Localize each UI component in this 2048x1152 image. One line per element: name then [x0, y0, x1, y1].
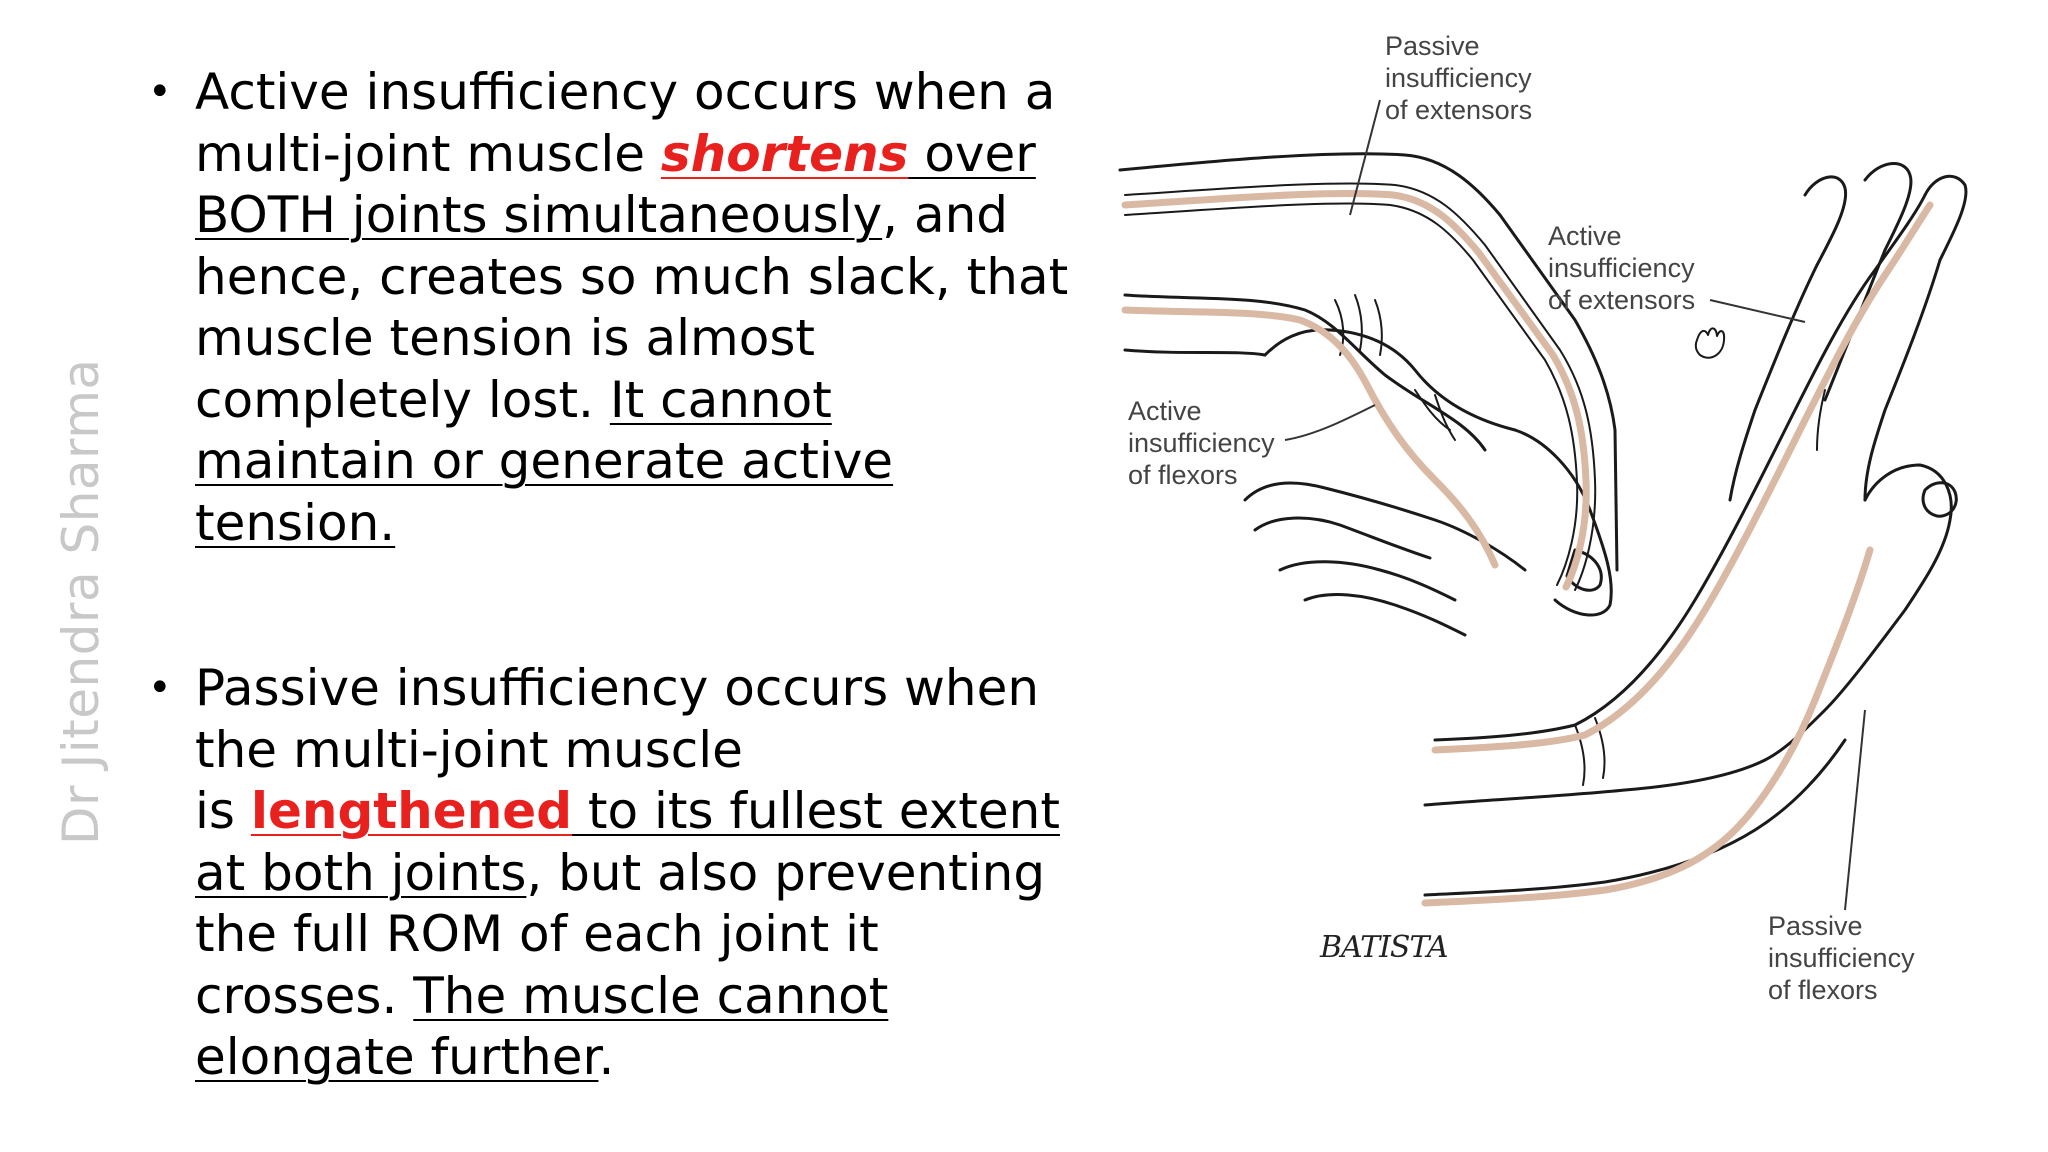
text-line: is lengthened to its fullest extent: [195, 781, 1065, 843]
text-span-underlined: at both joints: [195, 843, 527, 902]
lower-forearm-outline: [1423, 738, 1847, 897]
leader-lines: [1284, 99, 1866, 911]
label-line: insufficiency: [1385, 63, 1532, 93]
text-line: tension.: [195, 493, 1065, 555]
text-span: is: [195, 782, 251, 840]
highlight-lengthened: lengthened: [250, 782, 572, 840]
text-line: completely lost. It cannot: [195, 370, 1065, 432]
text-span: Active insufficiency occurs when a: [195, 63, 1056, 121]
hand-insufficiency-illustration: Passive insufficiency of extensors Activ…: [1105, 10, 2005, 1020]
text-span: the full ROM of each joint it: [195, 905, 879, 963]
text-span: .: [598, 1028, 615, 1086]
text-line: crosses. The muscle cannot: [195, 966, 1065, 1028]
text-span: , and: [882, 186, 1009, 244]
label-line: insufficiency: [1128, 428, 1275, 458]
label-line: Passive: [1768, 911, 1863, 941]
text-span: , but also preventing: [526, 843, 1046, 902]
text-line: the full ROM of each joint it: [195, 904, 1065, 966]
text-span: muscle tension is almost: [195, 309, 815, 367]
label-line: Active: [1548, 221, 1622, 251]
illustrator-signature: BATISTA: [1320, 930, 1449, 965]
muscle-bands: [1121, 189, 1934, 907]
hand-drawing-svg: [1118, 99, 1968, 911]
bullet-dot-icon: •: [150, 665, 172, 711]
label-line: of flexors: [1128, 460, 1238, 490]
forearm-top-outline: [1118, 152, 1619, 572]
text-line: Active insufficiency occurs when a: [195, 62, 1065, 124]
text-span: multi-joint muscle: [195, 124, 661, 183]
thumb-outline: [1513, 428, 1613, 617]
muscle-extensors-left: [1121, 189, 1590, 591]
text-span-underlined: tension.: [195, 493, 396, 552]
text-column: • Active insufficiency occurs when a mul…: [150, 62, 1070, 1102]
text-span: the multi-joint muscle: [195, 720, 743, 779]
label-passive-flexors: Passive insufficiency of flexors: [1768, 910, 1915, 1006]
text-span-underlined: over: [908, 124, 1036, 183]
label-line: of flexors: [1768, 975, 1878, 1005]
text-span: Passive insufficiency occurs when: [195, 659, 1040, 717]
author-watermark: Dr Jitendra Sharma: [52, 358, 110, 845]
text-line: the multi-joint muscle: [195, 720, 1065, 782]
text-line: multi-joint muscle shortens over: [195, 124, 1065, 186]
upright-hand-back-outline: [1433, 193, 1927, 742]
text-span-underlined: elongate further: [195, 1028, 599, 1086]
text-line: hence, creates so much slack, that: [195, 247, 1069, 309]
text-line: Passive insufficiency occurs when: [195, 658, 1065, 720]
text-line: muscle tension is almost: [195, 308, 1065, 370]
label-line: insufficiency: [1548, 253, 1695, 283]
forearm-lower-edge: [1123, 348, 1267, 357]
label-line: of extensors: [1385, 95, 1533, 125]
muscle-flexors-right: [1421, 546, 1874, 907]
text-span: crosses.: [195, 966, 414, 1025]
label-line: Passive: [1385, 31, 1480, 61]
text-span: hence, creates so much slack, that: [195, 247, 1069, 306]
text-line: BOTH joints simultaneously, and: [195, 185, 1065, 247]
bullet-body: Active insufficiency occurs when a multi…: [195, 62, 1069, 555]
bullet-dot-icon: •: [150, 69, 172, 115]
label-line: insufficiency: [1768, 943, 1915, 973]
text-span-underlined: maintain or generate active: [195, 432, 894, 490]
text-line: elongate further.: [195, 1027, 1065, 1089]
text-span: completely lost.: [195, 370, 610, 429]
text-span-underlined: BOTH joints simultaneously: [195, 186, 883, 244]
label-line: Active: [1128, 396, 1202, 426]
highlight-shortens: shortens: [660, 124, 909, 183]
bullet-body: Passive insufficiency occurs when the mu…: [195, 658, 1065, 1089]
text-line: at both joints, but also preventing: [195, 843, 1065, 905]
muscle-flexors-left: [1121, 306, 1499, 569]
text-span-underlined: The muscle cannot: [413, 966, 889, 1025]
label-active-flexors: Active insufficiency of flexors: [1128, 395, 1275, 491]
text-line: maintain or generate active: [195, 431, 1065, 493]
thumbnail: [1565, 548, 1603, 592]
label-passive-extensors: Passive insufficiency of extensors: [1385, 30, 1532, 126]
muscle-extensors-right: [1431, 201, 1934, 754]
label-line: of extensors: [1548, 285, 1696, 315]
label-active-extensors: Active insufficiency of extensors: [1548, 220, 1695, 316]
upright-hand-palm-outline: [1423, 463, 1953, 807]
text-span-underlined: to its fullest extent: [572, 782, 1060, 840]
text-span-underlined: It cannot: [609, 370, 832, 429]
